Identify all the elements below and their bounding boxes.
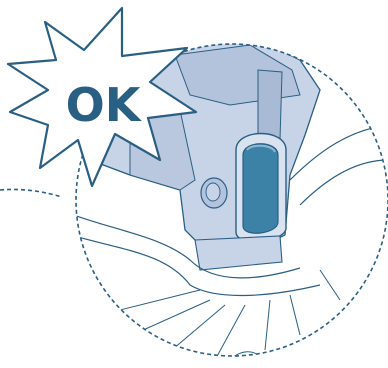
guide-rail	[258, 70, 282, 140]
base-line-1	[80, 290, 200, 320]
base-line-8	[230, 352, 262, 360]
base-line-6	[290, 295, 300, 335]
base-line-5	[265, 300, 270, 350]
base-line-4	[215, 305, 245, 360]
indicator-window	[243, 144, 278, 233]
base-line-3	[160, 305, 225, 360]
seat-shell-edge-2	[60, 232, 320, 296]
leader-line	[0, 189, 62, 197]
base-line-2	[110, 300, 210, 345]
ok-label: OK	[66, 78, 143, 132]
housing-base	[195, 236, 282, 270]
release-pin-inner	[206, 183, 220, 201]
base-line-7	[320, 270, 340, 300]
seat-shell-edge-4	[300, 160, 388, 205]
